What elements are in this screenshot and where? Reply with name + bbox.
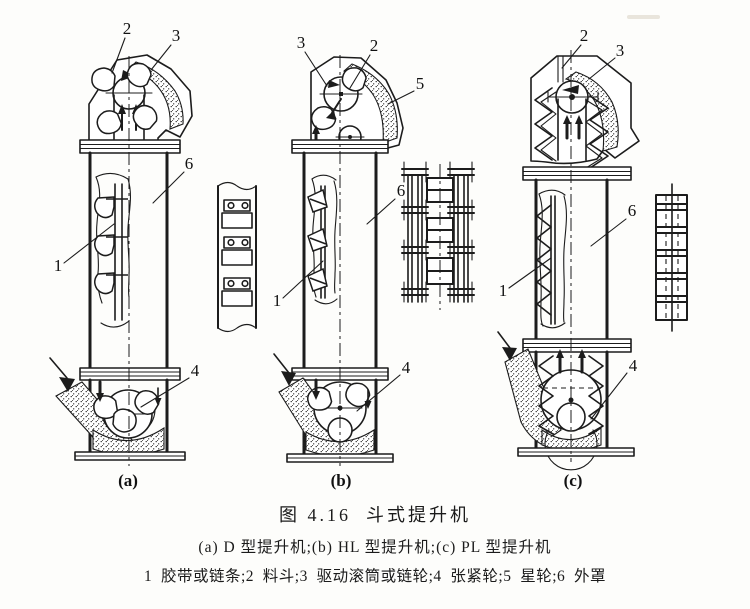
callout-b-3: 3 — [297, 33, 306, 52]
feed-arrow-head-icon — [281, 371, 296, 386]
belt-up-arrow-icon — [575, 115, 583, 124]
callout-c-1: 1 — [499, 281, 508, 300]
belt-up-arrow-icon — [563, 115, 571, 124]
callout-b-5: 5 — [416, 74, 425, 93]
belt-up-arrow-icon — [578, 349, 586, 358]
figure-legend: 1 胶带或链条;2 料斗;3 驱动滚筒或链轮;4 张紧轮;5 星轮;6 外罩 — [143, 568, 607, 585]
chain-link-plates — [403, 161, 473, 303]
figure-subtitle: (a) D 型提升机;(b) HL 型提升机;(c) PL 型提升机 — [198, 539, 552, 556]
bucket — [307, 189, 328, 213]
feed-arrow-b — [273, 353, 290, 374]
belt-up-arrow-icon — [556, 349, 564, 358]
bucket-mount — [221, 236, 253, 266]
callout-a-3: 3 — [172, 26, 181, 45]
callout-c-4: 4 — [629, 356, 638, 375]
elevator-b-boot — [273, 353, 394, 463]
bucket-zigzag — [534, 87, 553, 161]
feed-arrow-head-icon — [59, 377, 75, 392]
callout-b-2: 2 — [370, 36, 379, 55]
callout-c-3: 3 — [616, 41, 625, 60]
elevator-a-head — [88, 54, 193, 142]
bucket-mount — [221, 277, 253, 307]
flow-arrow-icon — [326, 110, 336, 120]
elevator-c-casing — [534, 178, 609, 342]
bucket-zigzag — [538, 355, 554, 435]
callout-c-2: 2 — [580, 26, 589, 45]
bucket-zigzag — [588, 355, 604, 435]
scan-artifact — [627, 15, 660, 19]
elevator-b-head — [306, 56, 404, 150]
bucket-elevator-diagram: 2 3 6 1 4 3 2 5 6 1 4 2 3 6 1 4 (a) (b) … — [49, 19, 688, 490]
elevator-c-boot — [497, 331, 635, 471]
bucket — [307, 228, 328, 252]
bucket — [112, 408, 137, 433]
figure-title: 图 4.16 斗式提升机 — [279, 505, 471, 525]
rotation-arrow-icon — [328, 80, 340, 88]
feed-arrow-head-icon — [502, 347, 517, 361]
chain-bucket-detail — [401, 161, 475, 310]
panel-label-c: (c) — [564, 471, 583, 490]
elevator-b-casing — [302, 151, 378, 371]
panel-label-b: (b) — [331, 471, 352, 490]
belt-down-arrow-icon — [154, 398, 162, 406]
bucket-zigzag — [536, 204, 552, 316]
belt-up-arrow-icon — [312, 125, 320, 134]
feed-arrow-a — [49, 357, 68, 379]
panel-label-a: (a) — [118, 471, 138, 490]
callout-c-6: 6 — [628, 201, 637, 220]
callout-a-6: 6 — [185, 154, 194, 173]
feed-arrow-c — [497, 331, 511, 349]
belt-down-arrow-icon — [312, 391, 320, 400]
belt-down-arrow-icon — [96, 393, 104, 402]
callout-a-1: 1 — [54, 256, 63, 275]
elevator-c-head — [530, 55, 640, 169]
bucket — [93, 196, 129, 219]
callout-leaders — [63, 37, 628, 420]
callout-a-4: 4 — [191, 361, 200, 380]
elevator-a-boot — [49, 357, 186, 461]
callout-a-2: 2 — [123, 19, 132, 38]
chain-pins — [401, 168, 475, 296]
elevator-a-top-flange — [79, 139, 181, 154]
plate-chain-detail — [655, 183, 688, 332]
belt-bucket-detail — [217, 181, 257, 333]
callout-b-1: 1 — [273, 291, 282, 310]
bucket-zigzag — [589, 95, 609, 169]
bucket — [93, 234, 129, 257]
callout-b-6: 6 — [397, 181, 406, 200]
bucket-mount — [221, 199, 253, 229]
belt-up-arrow-icon — [118, 104, 126, 114]
elevator-c-top-flange — [522, 166, 632, 181]
bucket — [93, 272, 129, 295]
elevator-c — [497, 55, 640, 471]
elevator-b — [273, 56, 404, 463]
bucket — [91, 67, 116, 92]
callout-b-4: 4 — [402, 358, 411, 377]
rotation-arrow-icon — [562, 85, 579, 94]
